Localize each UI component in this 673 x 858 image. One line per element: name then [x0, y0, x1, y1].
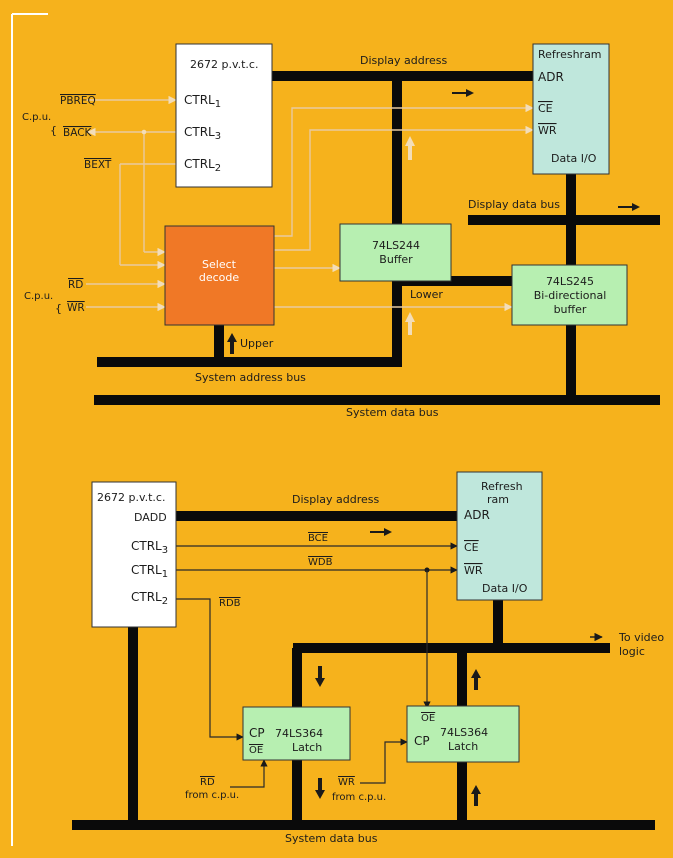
- ce-line: [274, 103, 534, 237]
- refresh-ram-box-top: [532, 43, 610, 175]
- display-address-label-top: Display address: [360, 54, 448, 67]
- buffer245-label: buffer: [554, 303, 587, 316]
- rd-label-top: RD: [68, 279, 83, 291]
- display-address-direction-arrow: [452, 89, 474, 97]
- up-arrow-lower: [405, 312, 415, 335]
- upper-arrow: [227, 333, 237, 354]
- latch-box-right: [406, 705, 520, 763]
- wr-from-label: from c.p.u.: [332, 792, 386, 803]
- pvtc-box-top: [175, 43, 273, 188]
- rdb-line: [176, 598, 244, 741]
- decode-label: decode: [199, 271, 240, 284]
- display-address-arrow-bottom: [370, 528, 392, 536]
- bce-label: BCE: [308, 533, 328, 544]
- system-data-bus-label-top: System data bus: [346, 406, 439, 419]
- junction-back: [141, 129, 147, 135]
- refresh-label-bottom: Refresh: [481, 480, 523, 493]
- top-diagram: 2672 p.v.t.c. CTRL1 CTRL3 CTRL2 C.p.u. {…: [22, 43, 660, 419]
- latch-left-name: 74LS364: [275, 727, 323, 740]
- ce-pin-top: CE: [538, 102, 553, 115]
- bidir-label: Bi-directional: [534, 289, 607, 302]
- display-data-bus-label: Display data bus: [468, 198, 560, 211]
- select-label: Select: [202, 258, 237, 271]
- refresh-ram-label-top: Refreshram: [538, 48, 602, 61]
- bottom-diagram: 2672 p.v.t.c. DADD CTRL3 CTRL1 CTRL2 Dis…: [72, 471, 664, 845]
- latch-right-cp: CP: [414, 734, 430, 748]
- pvtc-label-top: 2672 p.v.t.c.: [190, 58, 258, 71]
- system-address-bus-label: System address bus: [195, 371, 306, 384]
- ram-label-bottom: ram: [487, 493, 509, 506]
- ctrl2-label-bottom: CTRL2: [131, 590, 168, 607]
- down-arrow-upper-left: [315, 666, 325, 687]
- wr-label-bottom: WR: [338, 777, 355, 788]
- wdb-label: WDB: [308, 557, 333, 568]
- ctrl3-label: CTRL3: [184, 125, 221, 142]
- latch-left-cp: CP: [249, 726, 265, 740]
- ce-pin-bottom: CE: [464, 541, 479, 554]
- pbreq-label: PBREQ: [60, 95, 96, 107]
- to-video-label-2: logic: [619, 645, 645, 658]
- latch-left-label: Latch: [292, 741, 322, 754]
- ls244-label: 74LS244: [372, 239, 420, 252]
- down-arrow-lower-left: [315, 778, 325, 799]
- latch-right-oe: OE: [421, 713, 435, 724]
- wr-ram-line: [274, 125, 534, 251]
- ctrl3-label-bottom: CTRL3: [131, 539, 168, 556]
- cpu-label-upper: C.p.u.: [22, 112, 51, 123]
- to-video-label-1: To video: [618, 631, 664, 644]
- system-data-bus-label-bottom: System data bus: [285, 832, 378, 845]
- up-arrow-lower-right: [471, 785, 481, 806]
- rd-cpu-line: [230, 759, 268, 788]
- rdb-label: RDB: [219, 598, 241, 609]
- cpu-label-lower: C.p.u.: [24, 291, 53, 302]
- display-address-label-bottom: Display address: [292, 493, 380, 506]
- rd-label-bottom: RD: [200, 777, 215, 788]
- latch-left-oe: OE: [249, 745, 263, 756]
- select-decode-box: [164, 225, 275, 326]
- display-data-direction-arrow: [618, 203, 640, 211]
- wr-pin-top: WR: [538, 124, 557, 137]
- ls245-label: 74LS245: [546, 275, 594, 288]
- latch-right-name: 74LS364: [440, 726, 488, 739]
- refresh-ram-box-bottom: [456, 471, 543, 601]
- pvtc-label-bottom: 2672 p.v.t.c.: [97, 491, 165, 504]
- buffer244-label: Buffer: [379, 253, 413, 266]
- wr-cpu-line: [360, 738, 408, 784]
- adr-label-top: ADR: [538, 70, 564, 84]
- brace-upper: {: [50, 124, 57, 137]
- brace-lower: {: [55, 302, 62, 315]
- up-arrow-upper-right: [471, 669, 481, 690]
- dado-label: DADD: [134, 511, 167, 524]
- wr-pin-bottom: WR: [464, 564, 483, 577]
- latch-box-left: [242, 706, 351, 761]
- data-io-label-bottom: Data I/O: [482, 582, 528, 595]
- latch-right-label: Latch: [448, 740, 478, 753]
- adr-label-bottom: ADR: [464, 508, 490, 522]
- back-label: BACK: [63, 127, 93, 139]
- pvtc-box-bottom: [91, 481, 177, 628]
- ls245-box: [511, 264, 628, 326]
- up-arrow-244: [405, 136, 415, 160]
- ls244-box: [339, 223, 452, 282]
- ctrl2-label: CTRL2: [184, 157, 221, 174]
- lower-label: Lower: [410, 288, 443, 301]
- rd-from-label: from c.p.u.: [185, 790, 239, 801]
- bext-label: BEXT: [84, 159, 112, 171]
- upper-label: Upper: [240, 337, 274, 350]
- ctrl1-label-bottom: CTRL1: [131, 563, 168, 580]
- ctrl1-label: CTRL1: [184, 93, 221, 110]
- data-io-label-top: Data I/O: [551, 152, 597, 165]
- wr-label-top: WR: [67, 302, 85, 314]
